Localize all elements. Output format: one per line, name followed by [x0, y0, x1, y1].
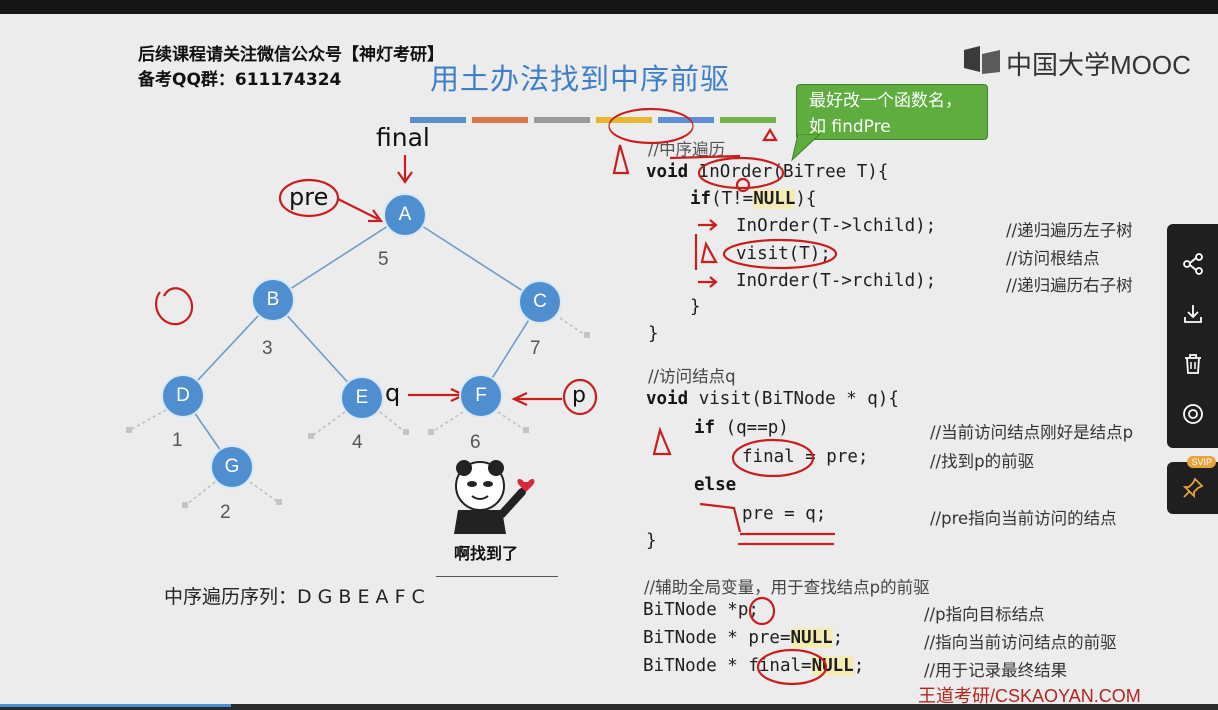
- pre-annotation: pre: [289, 183, 329, 211]
- inorder-sequence: 中序遍历序列：D G B E A F C: [164, 586, 425, 608]
- visit-pre-assign: pre = q;: [742, 504, 827, 524]
- q-annotation: q: [385, 379, 401, 407]
- tree-node-g: G: [210, 445, 254, 489]
- qq-group-notice: 备考QQ群：611174324: [138, 70, 342, 90]
- slide-title: 用土办法找到中序前驱: [430, 62, 731, 96]
- comment-inorder: //中序遍历: [648, 140, 726, 159]
- decl-pre-comment: //指向当前访问结点的前驱: [924, 633, 1117, 652]
- tree-node-e: E: [340, 376, 384, 420]
- inorder-if-line: if(T!=NULL){: [690, 189, 817, 209]
- inorder-right-call: InOrder(T->rchild);: [736, 271, 937, 291]
- visit-pre-comment: //pre指向当前访问的结点: [930, 509, 1117, 528]
- pin-button[interactable]: SVIP: [1167, 456, 1218, 514]
- video-top-bar: [0, 0, 1218, 14]
- mooc-logo-icon: [962, 44, 1004, 76]
- delete-icon: [1184, 354, 1201, 374]
- inorder-signature: void InOrder(BiTree T){: [646, 162, 889, 182]
- inorder-left-comment: //递归遍历左子树: [1006, 221, 1133, 240]
- visit-if-line: if (q==p): [694, 418, 789, 438]
- pen-annotations: [608, 107, 838, 686]
- visit-final-comment: //找到p的前驱: [930, 452, 1035, 471]
- view-icon: [1182, 404, 1203, 424]
- download-icon: [1183, 305, 1202, 323]
- tree-edges: [126, 155, 598, 508]
- inorder-left-call: InOrder(T->lchild);: [736, 216, 937, 236]
- visit-final-assign: final = pre;: [742, 447, 869, 467]
- inorder-index-d: 1: [172, 430, 183, 451]
- mooc-logo-text: 中国大学MOOC: [1006, 50, 1191, 80]
- title-color-bar: [410, 108, 780, 123]
- view-button[interactable]: [1167, 392, 1218, 436]
- side-action-panel: [1167, 224, 1218, 448]
- color-bar-segment: [534, 117, 590, 123]
- meme-underline: [436, 576, 558, 577]
- p-annotation: p: [572, 383, 586, 408]
- share-button[interactable]: [1167, 242, 1218, 286]
- color-bar-segment: [472, 117, 528, 123]
- color-bar-segment: [410, 117, 466, 123]
- inorder-visit-call: visit(T);: [736, 244, 831, 264]
- tree-node-b: B: [251, 278, 295, 322]
- visit-else: else: [694, 475, 737, 495]
- color-bar-segment: [596, 117, 652, 123]
- meme-caption: 啊找到了: [454, 544, 519, 563]
- pin-icon: [1182, 477, 1204, 499]
- color-bar-segment: [720, 117, 776, 123]
- decl-final: BiTNode * final=NULL;: [643, 656, 865, 676]
- visit-if-comment: //当前访问结点刚好是结点p: [930, 423, 1134, 442]
- inorder-index-c: 7: [530, 338, 541, 359]
- decl-final-comment: //用于记录最终结果: [924, 661, 1068, 680]
- inorder-if-close: }: [690, 297, 701, 317]
- inorder-visit-comment: //访问根结点: [1006, 249, 1100, 268]
- share-icon: [1182, 253, 1203, 275]
- visit-signature: void visit(BiTNode * q){: [646, 389, 899, 409]
- inorder-index-g: 2: [220, 502, 231, 523]
- inorder-index-b: 3: [262, 338, 273, 359]
- inorder-close: }: [648, 324, 659, 344]
- panda-meme-sticker: 啊找到了: [440, 456, 560, 576]
- wechat-notice: 后续课程请关注微信公众号【神灯考研】: [138, 45, 444, 65]
- footer-brand: 王道考研/CSKAOYAN.COM: [918, 686, 1141, 706]
- inorder-right-comment: //递归遍历右子树: [1006, 276, 1133, 295]
- final-annotation: final: [376, 123, 430, 152]
- decl-p-comment: //p指向目标结点: [924, 605, 1045, 624]
- inorder-index-e: 4: [352, 432, 363, 453]
- tip-bubble: 最好改一个函数名，如 findPre: [796, 84, 988, 140]
- decl-pre: BiTNode * pre=NULL;: [643, 628, 844, 648]
- visit-close: }: [646, 531, 657, 551]
- svip-badge: SVIP: [1187, 456, 1216, 468]
- inorder-index-a: 5: [378, 249, 389, 270]
- delete-button[interactable]: [1167, 342, 1218, 386]
- playback-progress-bar[interactable]: [0, 704, 232, 707]
- tree-node-f: F: [459, 374, 503, 418]
- comment-globals: //辅助全局变量，用于查找结点p的前驱: [644, 578, 930, 597]
- comment-visit: //访问结点q: [648, 367, 736, 386]
- tree-node-a: A: [383, 193, 427, 237]
- download-button[interactable]: [1167, 292, 1218, 336]
- tree-node-c: C: [518, 280, 562, 324]
- tree-node-d: D: [161, 374, 205, 418]
- video-bottom-bar: [0, 704, 1218, 710]
- tip-bubble-pointer: [791, 134, 821, 162]
- inorder-index-f: 6: [470, 432, 481, 453]
- color-bar-segment: [658, 117, 714, 123]
